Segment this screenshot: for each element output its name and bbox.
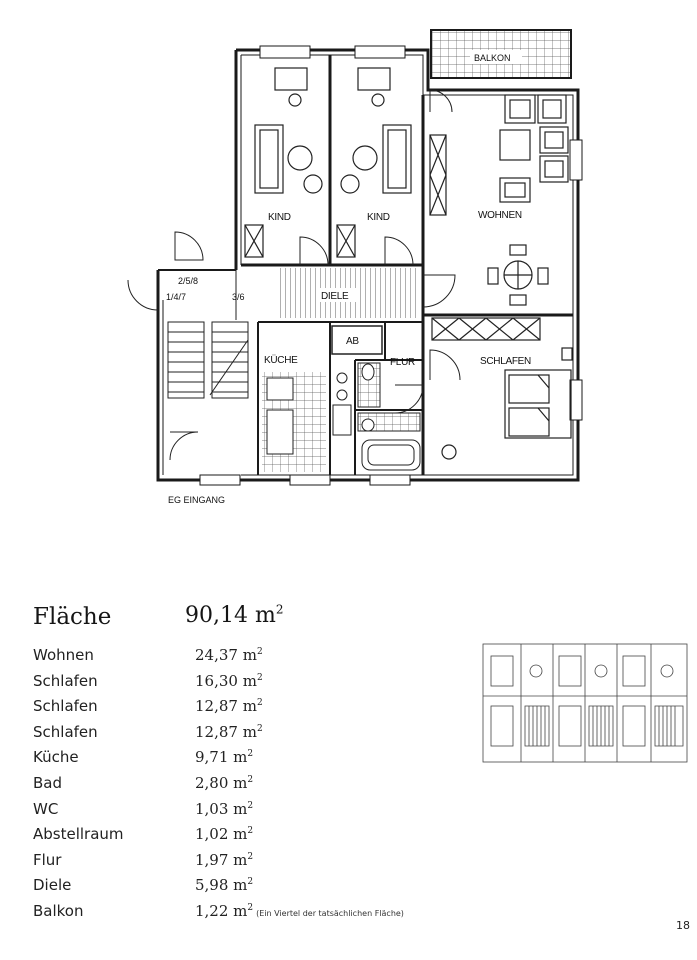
area-name: Bad — [33, 773, 63, 792]
area-row-wc: WC 1,03 m2 — [33, 800, 493, 826]
area-value: 12,87 m2 — [195, 697, 263, 716]
entrance-label: EG EINGANG — [168, 495, 225, 505]
label-wohnen: WOHNEN — [478, 210, 522, 221]
area-name: Schlafen — [33, 697, 98, 716]
apt-number-258: 2/5/8 — [178, 276, 198, 286]
area-value: 2,80 m2 — [195, 773, 254, 792]
building-thumbnail — [482, 643, 688, 763]
label-flur: FLUR — [390, 357, 415, 368]
flur: FLUR — [390, 357, 415, 368]
area-row-schlafen-1: Schlafen 16,30 m2 — [33, 672, 493, 698]
balcony: BALKON — [430, 29, 572, 79]
area-value: 12,87 m2 — [195, 722, 263, 741]
bathroom-fixtures — [357, 362, 421, 471]
label-ab: AB — [346, 336, 359, 347]
interior-walls — [241, 55, 573, 475]
area-row-kueche: Küche 9,71 m2 — [33, 748, 493, 774]
svg-text:WOHNEN: WOHNEN — [478, 210, 522, 221]
total-area-value: 90,14 m2 — [185, 603, 283, 628]
area-value: 1,03 m2 — [195, 799, 254, 818]
doors — [127, 89, 461, 461]
area-name: Balkon — [33, 901, 84, 920]
wohnen-furniture — [429, 94, 569, 306]
svg-text:KIND: KIND — [268, 212, 291, 223]
area-name: WC — [33, 799, 59, 818]
windows — [199, 45, 583, 486]
area-row-schlafen-3: Schlafen 12,87 m2 — [33, 723, 493, 749]
total-area-label: Fläche — [33, 604, 112, 630]
abstellraum: AB — [331, 325, 383, 355]
apt-number-36: 3/6 — [232, 292, 245, 302]
area-value: 9,71 m2 — [195, 748, 254, 767]
area-value: 1,22 m2(Ein Viertel der tatsächlichen Fl… — [195, 901, 404, 920]
apt-number-147: 1/4/7 — [166, 292, 186, 302]
kind-left-furniture — [244, 67, 323, 258]
svg-text:SCHLAFEN: SCHLAFEN — [480, 356, 531, 367]
total-area-unit-sup: 2 — [275, 602, 284, 617]
area-name: Flur — [33, 850, 62, 869]
label-kind-left: KIND — [268, 212, 291, 223]
area-name: Schlafen — [33, 671, 98, 690]
area-value: 1,02 m2 — [195, 825, 254, 844]
area-row-bad: Bad 2,80 m2 — [33, 774, 493, 800]
area-value: 24,37 m2 — [195, 646, 263, 664]
balkon-note: (Ein Viertel der tatsächlichen Fläche) — [256, 908, 404, 918]
area-row-diele: Diele 5,98 m2 — [33, 876, 493, 902]
kind-right-furniture — [336, 67, 412, 258]
area-row-abstellraum: Abstellraum 1,02 m2 — [33, 825, 493, 851]
area-name: Küche — [33, 748, 79, 767]
label-kind-right: KIND — [367, 212, 390, 223]
label-balkon: BALKON — [474, 53, 511, 63]
area-value: 5,98 m2 — [195, 876, 254, 895]
area-row-wohnen: Wohnen 24,37 m2 — [33, 646, 493, 672]
area-list: Wohnen 24,37 m2 Schlafen 16,30 m2 Schlaf… — [33, 646, 493, 928]
area-row-schlafen-2: Schlafen 12,87 m2 — [33, 697, 493, 723]
schlafen-furniture — [431, 317, 573, 460]
area-row-balkon: Balkon 1,22 m2(Ein Viertel der tatsächli… — [33, 902, 493, 928]
label-kueche: KÜCHE — [264, 354, 298, 366]
area-name: Abstellraum — [33, 825, 124, 844]
svg-text:KIND: KIND — [367, 212, 390, 223]
area-value: 16,30 m2 — [195, 671, 263, 690]
label-diele: DIELE — [321, 291, 349, 302]
floor-plan: BALKON KIND — [127, 29, 583, 505]
area-name: Schlafen — [33, 722, 98, 741]
label-schlafen: SCHLAFEN — [480, 356, 531, 367]
area-value: 1,97 m2 — [195, 850, 254, 869]
staircase: 2/5/8 1/4/7 3/6 — [166, 270, 249, 399]
diele: DIELE — [280, 268, 420, 318]
total-area-number: 90,14 m — [185, 603, 276, 628]
kueche: KÜCHE — [262, 352, 352, 472]
page-number: 18 — [676, 919, 690, 932]
area-name: Diele — [33, 876, 72, 895]
area-name: Wohnen — [33, 646, 94, 664]
area-row-flur: Flur 1,97 m2 — [33, 851, 493, 877]
